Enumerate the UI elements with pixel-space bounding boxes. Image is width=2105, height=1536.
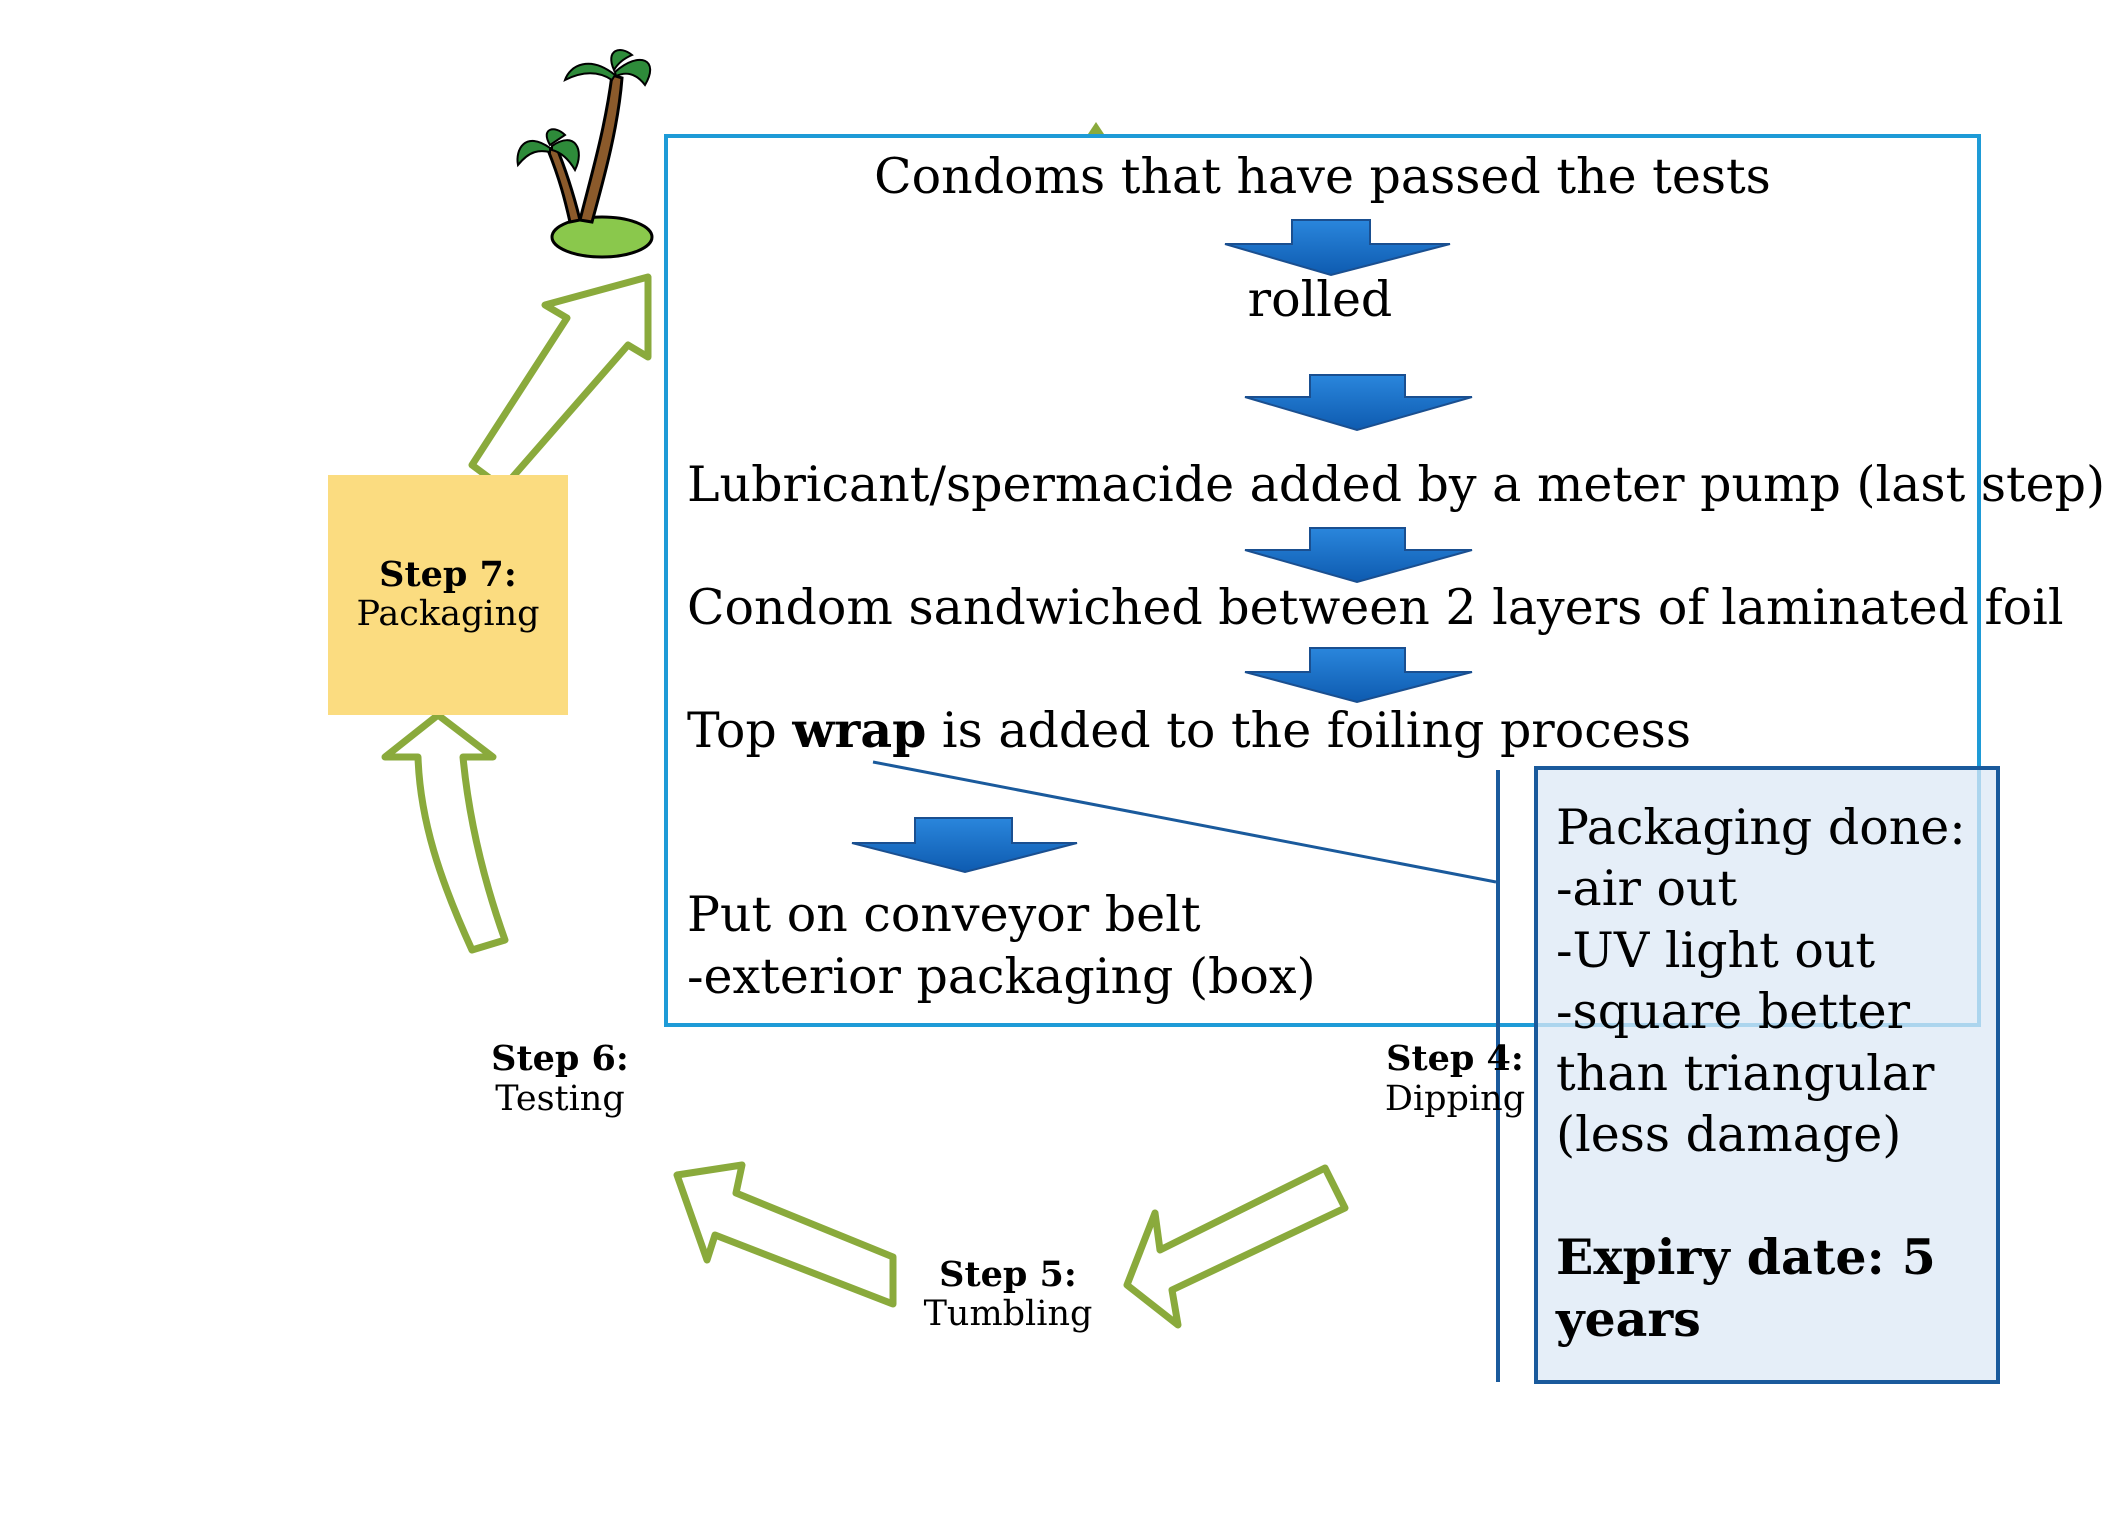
down-arrow-5 (851, 817, 1078, 874)
flow-sandwiched: Condom sandwiched between 2 layers of la… (687, 579, 2064, 636)
step4-title: Step 4: (1386, 1038, 1524, 1079)
flow-lubricant: Lubricant/spermacide added by a meter pu… (687, 456, 2105, 513)
down-arrow-1 (1224, 219, 1451, 277)
step7-title: Step 7: (379, 554, 517, 595)
flow-rolled: rolled (1247, 271, 1393, 328)
step7-label: Packaging (356, 594, 540, 634)
side-note-expiry1: Expiry date: 5 (1556, 1228, 1936, 1286)
step4-label: Dipping (1384, 1079, 1526, 1119)
step5-label: Tumbling (923, 1294, 1093, 1334)
palm-tree-island-icon (516, 49, 654, 259)
step7-box (328, 475, 568, 715)
flow-conveyor: Put on conveyor belt (687, 886, 1201, 943)
step6-label: Testing (495, 1079, 625, 1119)
cycle-arrow-to-step7 (381, 711, 509, 954)
down-arrow-3 (1244, 527, 1473, 584)
flow-passed-tests: Condoms that have passed the tests (874, 148, 1771, 205)
side-note-box (1534, 766, 2000, 1384)
cycle-arrow-tip (1088, 122, 1104, 134)
wrap-bold: wrap (792, 701, 927, 759)
cycle-arrow-to-step6 (673, 1161, 897, 1308)
connector-line (872, 760, 1497, 884)
flow-exterior: -exterior packaging (box) (687, 948, 1316, 1005)
side-note-line2: -air out (1556, 860, 1738, 917)
down-arrow-4 (1244, 647, 1473, 704)
side-note-line5: than triangular (1556, 1045, 1935, 1102)
cycle-arrow-to-step5 (1123, 1164, 1349, 1329)
down-arrow-2 (1244, 374, 1473, 432)
side-note-line3: -UV light out (1556, 922, 1876, 979)
side-note-line1: Packaging done: (1556, 799, 1966, 856)
cycle-arrow-to-top (468, 273, 652, 492)
step5-title: Step 5: (939, 1254, 1077, 1295)
flow-top-wrap: Top wrap is added to the foiling process (687, 701, 1691, 759)
side-note-line4: -square better (1556, 983, 1911, 1040)
side-note-expiry2: years (1556, 1290, 1701, 1348)
step6-title: Step 6: (491, 1038, 629, 1079)
side-note-line6: (less damage) (1556, 1106, 1902, 1163)
